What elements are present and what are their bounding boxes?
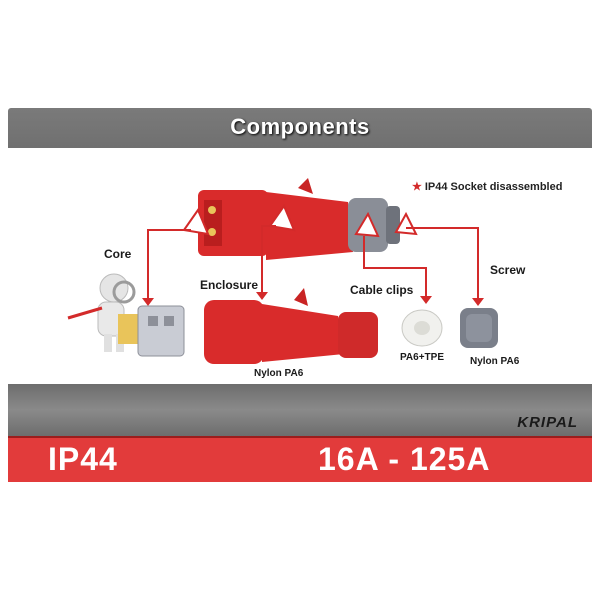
cable-clips-connector: [363, 236, 427, 298]
screw-connector: [406, 227, 479, 300]
brand-logo: KRIPAL: [517, 414, 578, 431]
legend-text: IP44 Socket disassembled: [424, 181, 563, 193]
cable-clips-part: [401, 309, 443, 347]
screw-part: [460, 308, 498, 348]
enclosure-material: Nylon PA6: [254, 368, 304, 379]
core-label: Core: [104, 247, 132, 261]
ip-rating: IP44: [48, 441, 118, 477]
current-range: 16A - 125A: [318, 441, 491, 477]
enclosure-part: [204, 288, 378, 364]
enclosure-label: Enclosure: [200, 278, 259, 292]
components-illustration: [67, 178, 498, 364]
cable-clips-label: Cable clips: [350, 283, 414, 297]
footer-bar: [8, 436, 592, 482]
connector-lines: [147, 225, 479, 300]
assembled-plug: [182, 178, 418, 260]
core-connector: [147, 229, 191, 300]
legend-star-icon: ★: [412, 181, 422, 193]
legend: ★IP44 Socket disassembled: [412, 180, 562, 193]
bottom-strip: [8, 384, 592, 436]
enclosure-connector: [261, 225, 276, 294]
title-bar: Components: [8, 108, 592, 146]
cable-clips-material: PA6+TPE: [400, 352, 444, 363]
screw-label: Screw: [490, 263, 526, 277]
core-part: [118, 305, 185, 357]
page-title: Components: [230, 114, 370, 139]
screw-material: Nylon PA6: [470, 356, 520, 367]
